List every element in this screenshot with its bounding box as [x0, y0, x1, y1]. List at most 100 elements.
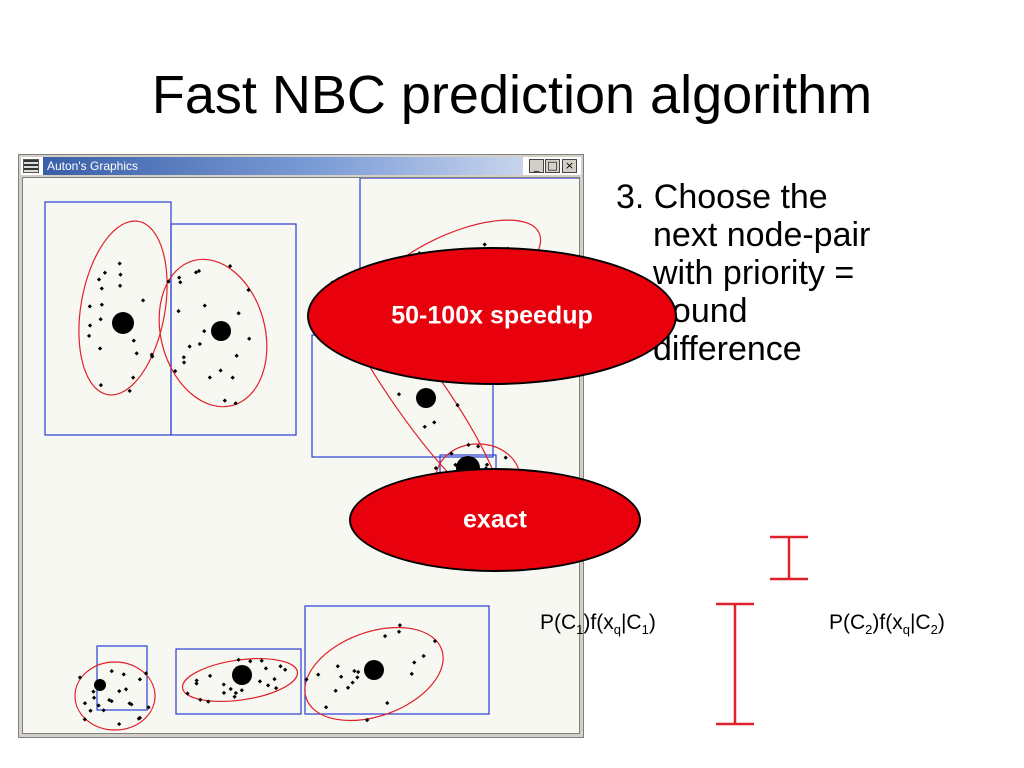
- minimize-button[interactable]: _: [529, 159, 544, 173]
- data-point: [194, 681, 199, 686]
- data-point: [181, 355, 186, 360]
- data-point: [397, 623, 403, 628]
- data-point: [283, 667, 288, 672]
- kd-node-box: [175, 648, 302, 715]
- data-point: [385, 700, 390, 706]
- titlebar-gradient: [43, 157, 523, 175]
- data-point: [476, 444, 481, 449]
- error-bar-class-1: [716, 602, 754, 726]
- data-point: [117, 261, 122, 266]
- data-point: [109, 668, 114, 674]
- gaussian-ellipse: [304, 626, 444, 722]
- data-point: [432, 638, 438, 644]
- gaussian-ellipse: [78, 220, 168, 396]
- data-point: [97, 346, 103, 351]
- data-point: [187, 344, 192, 349]
- data-point: [466, 442, 471, 448]
- formula-class-1: P(C1)f(xq|C1): [540, 611, 656, 637]
- data-point: [117, 283, 123, 288]
- speedup-callout: 50-100x speedup: [307, 247, 677, 385]
- data-point: [304, 677, 309, 682]
- data-point: [98, 317, 103, 322]
- data-point: [257, 679, 263, 684]
- data-point: [222, 398, 227, 403]
- data-point: [274, 685, 279, 691]
- data-point: [247, 336, 252, 341]
- data-point: [181, 360, 187, 365]
- data-point: [202, 328, 207, 334]
- data-point: [396, 629, 402, 634]
- window-titlebar[interactable]: Auton's Graphics _ □ ×: [21, 157, 581, 175]
- data-point: [409, 671, 414, 677]
- data-point: [350, 680, 355, 685]
- data-point: [228, 686, 233, 692]
- data-point: [503, 455, 508, 460]
- speedup-callout-label: 50-100x speedup: [391, 301, 593, 330]
- data-point: [131, 338, 136, 343]
- data-point: [99, 302, 104, 307]
- data-point: [82, 701, 88, 706]
- data-point: [316, 672, 321, 677]
- gaussian-ellipse: [158, 258, 268, 408]
- data-point: [230, 375, 235, 380]
- kd-node-box: [170, 223, 297, 436]
- exact-callout: exact: [349, 468, 641, 572]
- data-point: [96, 277, 102, 282]
- data-point: [101, 708, 106, 713]
- data-point: [176, 308, 181, 314]
- data-point: [134, 351, 139, 356]
- data-point: [221, 690, 227, 696]
- data-point: [396, 392, 402, 397]
- data-point: [422, 424, 427, 429]
- close-button[interactable]: ×: [562, 159, 577, 173]
- data-point: [202, 303, 207, 308]
- cluster-centroid: [211, 321, 231, 341]
- gaussian-ellipse: [74, 661, 156, 731]
- data-point: [137, 677, 143, 682]
- cluster-centroid: [416, 388, 436, 408]
- data-point: [218, 368, 223, 373]
- data-point: [233, 401, 238, 406]
- cluster-centroid: [94, 679, 106, 691]
- kd-node-box: [304, 605, 490, 715]
- data-point: [127, 388, 132, 394]
- data-point: [236, 311, 241, 316]
- data-point: [484, 462, 490, 467]
- data-point: [87, 323, 93, 328]
- data-point: [198, 697, 203, 702]
- window-menu-icon[interactable]: [23, 159, 39, 173]
- data-point: [118, 272, 123, 277]
- bullet-line-3: with priority =: [653, 254, 855, 292]
- data-point: [194, 678, 199, 683]
- maximize-button[interactable]: □: [545, 159, 560, 173]
- data-point: [117, 721, 122, 727]
- bullet-line-5: difference: [653, 330, 802, 368]
- data-point: [177, 275, 182, 280]
- graphics-window[interactable]: Auton's Graphics _ □ ×: [18, 154, 584, 738]
- data-point: [382, 634, 388, 639]
- data-point: [339, 674, 344, 679]
- data-point: [123, 687, 129, 692]
- data-point: [88, 708, 93, 713]
- data-point: [455, 403, 460, 408]
- data-point: [234, 353, 239, 358]
- cluster-centroid: [232, 665, 252, 685]
- formula-class-2: P(C2)f(xq|C2): [829, 611, 945, 637]
- data-point: [207, 375, 212, 380]
- data-point: [345, 685, 351, 690]
- data-point: [91, 695, 97, 700]
- data-point: [236, 657, 241, 662]
- data-point: [91, 689, 96, 694]
- data-point: [196, 268, 202, 274]
- data-point: [248, 659, 253, 664]
- data-point: [117, 688, 122, 694]
- kd-node-box: [96, 645, 148, 711]
- data-point: [272, 676, 277, 682]
- slide-title: Fast NBC prediction algorithm: [151, 65, 873, 125]
- data-point: [333, 688, 338, 693]
- data-point: [335, 664, 340, 669]
- data-point: [433, 465, 438, 471]
- data-point: [146, 705, 151, 710]
- data-point: [185, 691, 190, 696]
- data-point: [193, 270, 199, 275]
